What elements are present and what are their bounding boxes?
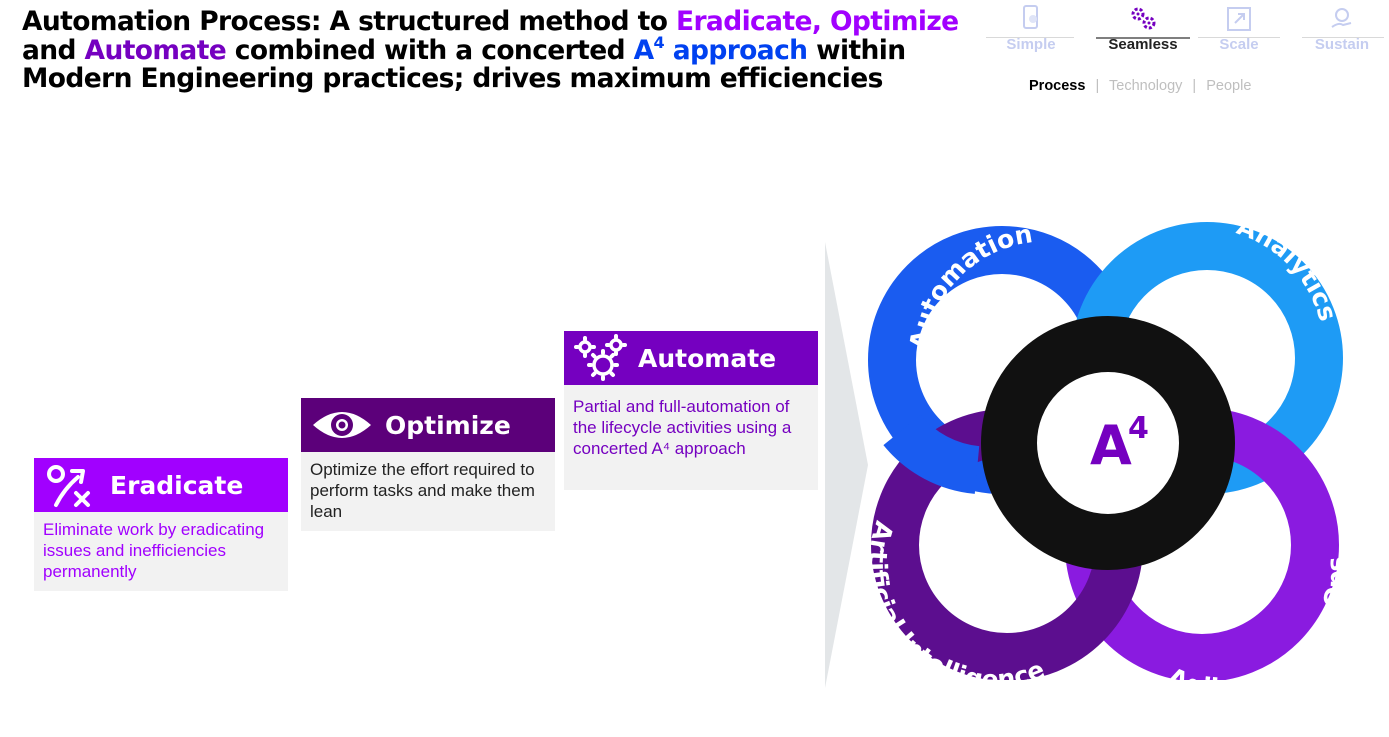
phone-touch-icon: [1023, 5, 1038, 29]
nav-label-sustain: Sustain: [1314, 36, 1370, 53]
title-approach: approach: [664, 34, 808, 66]
eye-icon: [313, 412, 371, 438]
title-automate: Automate: [84, 34, 227, 66]
title-a-superscript: 4: [653, 32, 665, 52]
step-optimize-header: Optimize: [301, 398, 555, 452]
center-fill: [1008, 343, 1208, 543]
a4-rings-diagram: A 4 Automation Analytics Artificial Inte…: [863, 211, 1351, 680]
sub-nav: Process | Technology | People: [1029, 78, 1251, 94]
subnav-separator: |: [1192, 78, 1197, 94]
hand-plant-icon: [1331, 8, 1352, 28]
nav-item-scale[interactable]: Scale: [1194, 4, 1284, 53]
nav-label-scale: Scale: [1219, 36, 1259, 53]
nav-divider-line: [986, 37, 1074, 38]
nav-label-simple: Simple: [1006, 36, 1056, 53]
nav-item-sustain[interactable]: Sustain: [1297, 4, 1387, 53]
step-eradicate-description: Eliminate work by eradicating issues and…: [34, 512, 288, 591]
page-title: Automation Process: A structured method …: [22, 6, 982, 94]
title-text-mid: combined with a concerted: [226, 34, 634, 66]
step-automate: Automate Partial and full-automation of …: [564, 331, 818, 490]
title-text: Automation Process: A structured method …: [22, 6, 676, 37]
title-space: [821, 6, 830, 37]
chevron-divider: [825, 242, 868, 688]
nav-item-simple[interactable]: Simple: [986, 4, 1076, 53]
title-line3: Modern Engineering practices; drives max…: [22, 63, 883, 94]
gears-icon: [574, 334, 627, 381]
title-and: and: [22, 34, 85, 66]
title-optimize: Optimize: [830, 6, 959, 37]
nav-label-seamless: Seamless: [1108, 36, 1178, 53]
title-a: A: [633, 34, 655, 66]
nav-divider-line: [1198, 37, 1280, 38]
center-a: A: [1090, 414, 1132, 477]
step-optimize: Optimize Optimize the effort required to…: [301, 398, 555, 531]
expand-icon: [1227, 7, 1251, 31]
step-optimize-title: Optimize: [385, 410, 511, 440]
subnav-people[interactable]: People: [1206, 78, 1252, 94]
title-eradicate: Eradicate,: [675, 6, 822, 37]
center-ring: [981, 316, 1235, 570]
step-eradicate: Eradicate Eliminate work by eradicating …: [34, 458, 288, 591]
nav-active-line: [1096, 37, 1190, 39]
step-automate-header: Automate: [564, 331, 818, 385]
step-eradicate-title: Eradicate: [110, 470, 244, 500]
step-optimize-description: Optimize the effort required to perform …: [301, 452, 555, 531]
step-automate-description: Partial and full-automation of the lifec…: [564, 385, 818, 490]
center-a-superscript: 4: [1128, 411, 1149, 446]
nav-divider-line: [1302, 37, 1384, 38]
nav-item-seamless[interactable]: Seamless: [1098, 4, 1188, 53]
subnav-technology[interactable]: Technology: [1109, 78, 1183, 94]
gears-icon: [1131, 7, 1156, 30]
title-within: within: [807, 34, 906, 66]
subnav-process[interactable]: Process: [1029, 78, 1086, 94]
ring-automation-overlap: [883, 414, 981, 494]
step-eradicate-header: Eradicate: [34, 458, 288, 512]
subnav-separator: |: [1095, 78, 1100, 94]
step-automate-title: Automate: [638, 343, 777, 373]
eradicate-icon: [47, 465, 90, 507]
